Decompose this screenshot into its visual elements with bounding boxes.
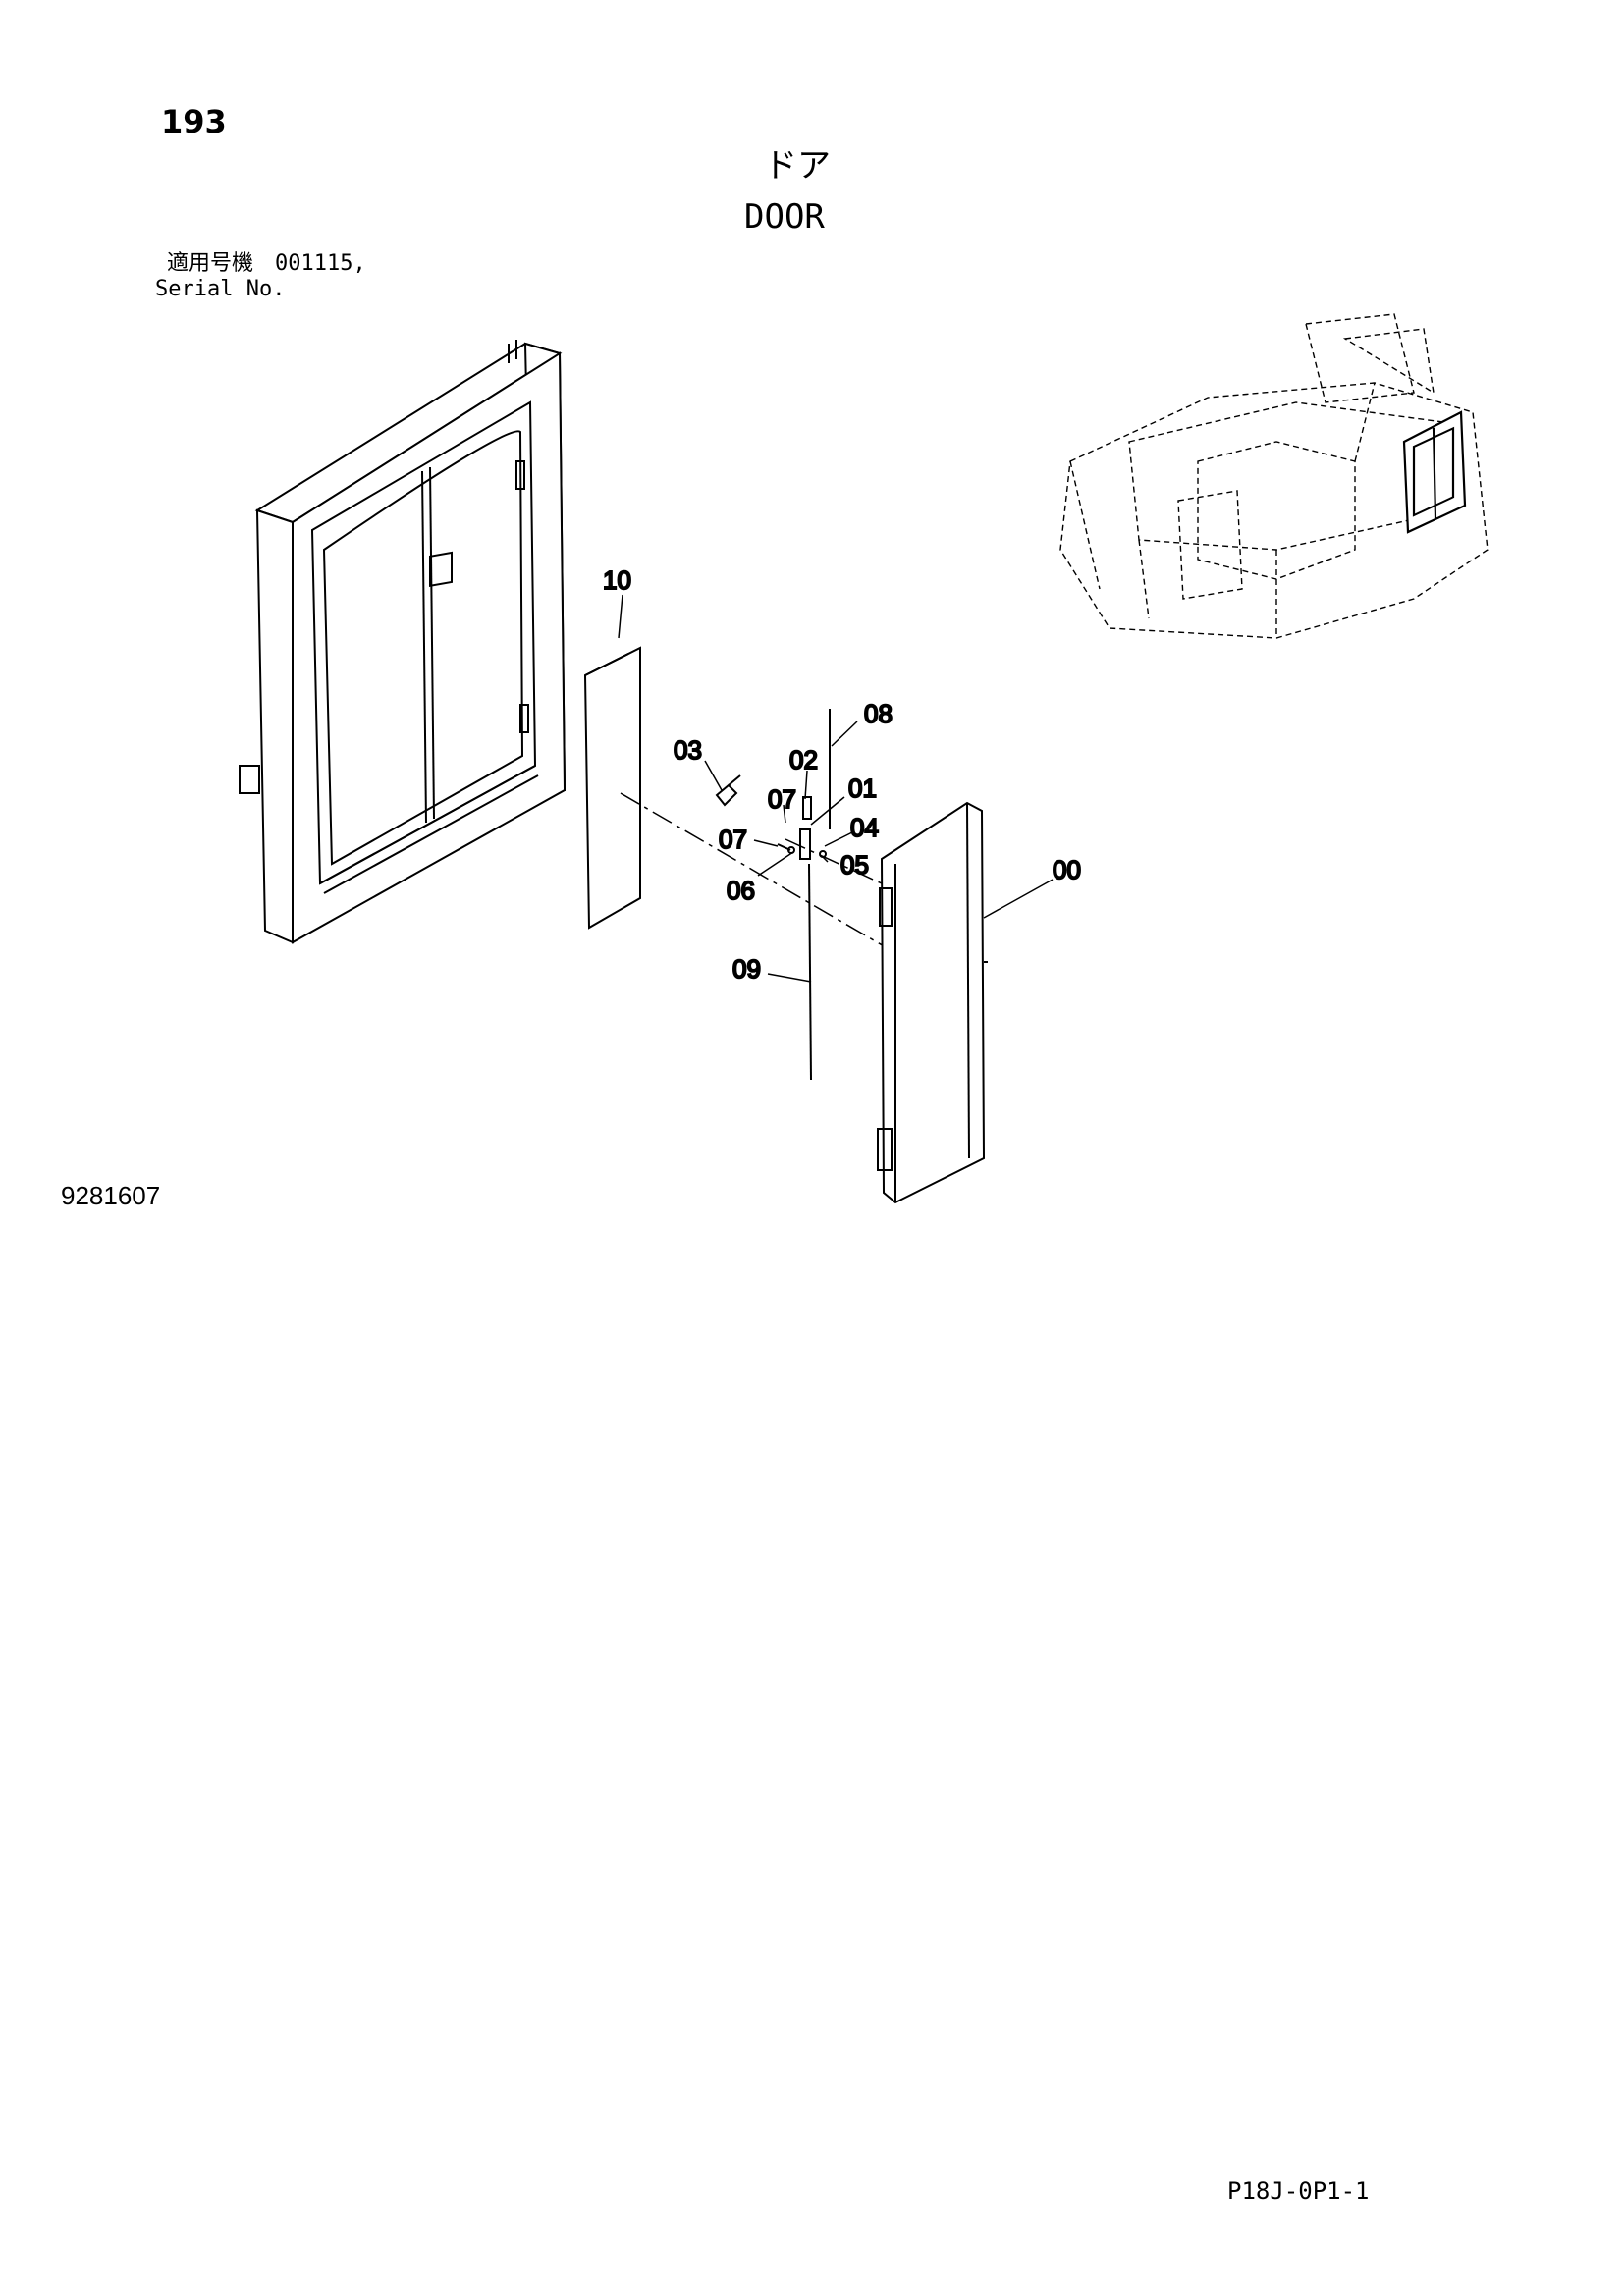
drawing-number: 9281607: [61, 1181, 161, 1210]
title-english: DOOR: [744, 197, 825, 237]
page-code: P18J-0P1-1: [1227, 2177, 1370, 2205]
callout-08: 08: [864, 699, 893, 728]
door-leaf-part-00: [877, 801, 988, 1204]
inset-door-highlight: [1402, 410, 1467, 534]
panel-part-10: [583, 646, 641, 930]
assembly-center-line: [620, 792, 929, 973]
callout-05: 05: [840, 850, 869, 880]
rod-part-09: [808, 863, 812, 1081]
serial-label-japanese: 適用号機 001115,: [167, 251, 366, 276]
leader-lines: [618, 594, 1054, 983]
serial-label-english: Serial No.: [155, 277, 286, 301]
callout-07-upper: 07: [768, 784, 796, 814]
callout-10: 10: [603, 565, 631, 595]
machine-location-inset: [1059, 313, 1489, 639]
callout-02: 02: [789, 745, 818, 774]
callout-04: 04: [850, 813, 879, 842]
callout-09: 09: [732, 954, 761, 984]
title-japanese: ドア: [764, 146, 831, 186]
callout-07-lower: 07: [719, 825, 747, 854]
callout-03: 03: [674, 735, 702, 765]
page-number: 193: [161, 103, 227, 140]
callout-00: 00: [1053, 855, 1081, 884]
callout-01: 01: [848, 774, 877, 803]
door-frame-illustration: [239, 340, 567, 944]
callout-06: 06: [727, 876, 755, 905]
